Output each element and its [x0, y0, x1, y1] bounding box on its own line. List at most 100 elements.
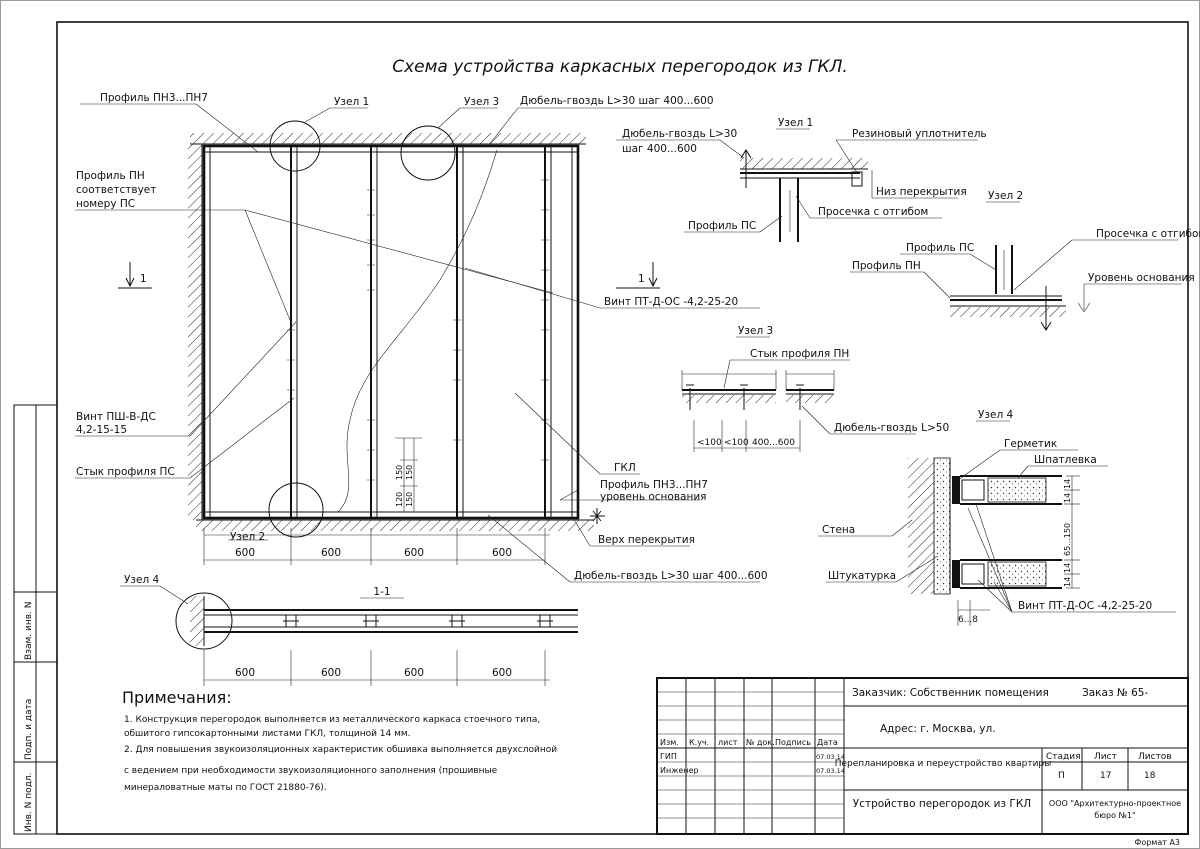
side-vzam: Взам. инв. N	[24, 602, 34, 660]
n1-slab-bottom: Низ перекрытия	[876, 186, 967, 198]
dim-150c: 150	[395, 465, 404, 480]
side-podp: Подп. и дата	[24, 699, 34, 760]
n4-wall: Стена	[822, 524, 855, 536]
lbl-screw-psh-2: 4,2-15-15	[76, 424, 127, 436]
dim-elev-2: 600	[321, 547, 341, 559]
tb-role-gip: ГИП	[660, 752, 677, 761]
tb-customer: Заказчик: Собственник помещения	[852, 687, 1049, 699]
n3-dim-100b: <100	[724, 438, 749, 448]
side-stamp: Взам. инв. N Подп. и дата Инв. N подл.	[13, 404, 58, 835]
tb-drawing-name: Устройство перегородок из ГКЛ	[853, 798, 1031, 810]
notes-line3: 2. Для повышения звукоизоляционных харак…	[124, 745, 557, 755]
tb-format: Формат А3	[1134, 838, 1180, 847]
n4-dim-14b: 14	[1063, 493, 1072, 503]
dim-150b: 150	[405, 492, 414, 507]
tb-date-1: 07.03.14	[816, 753, 845, 761]
tb-order: Заказ № 65-	[1082, 687, 1148, 699]
lbl-base-level: уровень основания	[600, 491, 706, 503]
lbl-floor-top: Верх перекрытия	[598, 534, 695, 546]
n2-notch: Просечка с отгибом	[1096, 228, 1200, 240]
ceiling-hatch	[190, 133, 586, 144]
tb-role-engineer: Инженер	[660, 766, 699, 775]
dim-elev-3: 600	[404, 547, 424, 559]
lbl-profile-pn-3: номеру ПС	[76, 198, 135, 210]
section-mark-left: 1	[140, 273, 147, 285]
lbl-uzel2: Узел 2	[230, 531, 265, 543]
n4-dim-14d: 14	[1063, 577, 1072, 587]
n2-profile-pn: Профиль ПН	[852, 260, 921, 272]
lbl-joint-ps: Стык профиля ПС	[76, 466, 175, 478]
dim-150a: 150	[405, 465, 414, 480]
tb-org-2: бюро №1"	[1094, 811, 1135, 820]
tb-h-izm: Изм.	[660, 738, 679, 747]
n1-dowel-1: Дюбель-гвоздь L>30	[622, 128, 737, 140]
drawing-title: Схема устройства каркасных перегородок и…	[392, 57, 848, 77]
lbl-screw-pt: Винт ПТ-Д-ОС -4,2-25-20	[604, 296, 738, 308]
node2-circle	[268, 482, 324, 538]
n4-dim-68: 6...8	[958, 615, 978, 625]
n4-plaster: Штукатурка	[828, 570, 896, 582]
tb-h-ndoc: № док.	[746, 738, 775, 747]
n4-dim: 65...150	[1063, 523, 1072, 556]
tb-h-kuch: К.уч.	[689, 738, 709, 747]
lbl-uzel4: Узел 4	[124, 574, 159, 586]
dim-sec-3: 600	[404, 667, 424, 679]
lbl-profile-pn3: Профиль ПН3...ПН7	[100, 92, 208, 104]
tb-project: Перепланировка и переустройство квартиры	[835, 759, 1051, 769]
floor-hatch	[196, 520, 594, 531]
lbl-profile-pn-1: Профиль ПН	[76, 170, 145, 182]
tb-stage: П	[1058, 771, 1065, 781]
node3-detail: Узел 3 Стык профиля ПН	[681, 325, 949, 452]
dim-sec-1: 600	[235, 667, 255, 679]
n2-uzel: Узел 2	[988, 190, 1023, 202]
n4-putty: Шпатлевка	[1034, 454, 1097, 466]
node3-circle	[400, 125, 456, 181]
notes-heading: Примечания:	[122, 688, 232, 707]
tb-stage-label: Стадия	[1046, 752, 1081, 762]
section-title: 1-1	[373, 586, 390, 598]
node2-detail: Узел 2 Просечка с отгибом Профиль ПС Про…	[850, 190, 1200, 331]
node1-detail: Узел 1 Дюбель-гвоздь L>30 шаг 400...600 …	[616, 117, 987, 242]
n3-dowel: Дюбель-гвоздь L>50	[834, 422, 949, 434]
lbl-profile-pn-2: соответствует	[76, 184, 156, 196]
notes: Примечания: 1. Конструкция перегородок в…	[122, 688, 557, 793]
n4-uzel: Узел 4	[978, 409, 1013, 421]
tb-date-2: 07.03.14	[816, 767, 845, 775]
side-inv: Инв. N подл.	[24, 773, 34, 832]
dim-elev-4: 600	[492, 547, 512, 559]
lbl-dowel-bottom: Дюбель-гвоздь L>30 шаг 400...600	[574, 570, 768, 582]
tb-h-data: Дата	[817, 738, 838, 747]
section-mark-right: 1	[638, 273, 645, 285]
n1-uzel: Узел 1	[778, 117, 813, 129]
n4-dim-14c: 14	[1063, 563, 1072, 573]
notes-line4: с ведением при необходимости звукоизоляц…	[124, 766, 498, 776]
node1-circle	[269, 120, 321, 172]
lbl-dowel-top: Дюбель-гвоздь L>30 шаг 400...600	[520, 95, 714, 107]
title-block: Заказчик: Собственник помещения Заказ № …	[656, 677, 1189, 835]
tb-h-list: лист	[718, 738, 738, 747]
n1-notch: Просечка с отгибом	[818, 206, 928, 218]
n4-dim-14a: 14	[1063, 479, 1072, 489]
node4-circle	[175, 592, 233, 650]
dim-elev-1: 600	[235, 547, 255, 559]
n3-uzel: Узел 3	[738, 325, 773, 337]
tb-org-1: ООО "Архитектурно-проектное	[1049, 799, 1181, 808]
tb-sheets: 18	[1144, 771, 1156, 781]
dim-sec-2: 600	[321, 667, 341, 679]
n2-profile-ps: Профиль ПС	[906, 242, 974, 254]
n3-dim-400: 400...600	[752, 438, 795, 448]
n1-profile-ps: Профиль ПС	[688, 220, 756, 232]
notes-line1: 1. Конструкция перегородок выполняется и…	[124, 715, 540, 725]
notes-line2: обшитого гипсокартонными листами ГКЛ, то…	[124, 729, 411, 739]
n2-base: Уровень основания	[1088, 272, 1195, 284]
n4-sealant: Герметик	[1004, 438, 1057, 450]
section-1-1: 1-1 Узел 4 600 600 600 600	[120, 574, 578, 686]
partition-elevation: 150 150 150 120 600 600 600 600 1 1	[75, 92, 768, 583]
left-wall-hatch	[188, 144, 202, 520]
tb-h-podpis: Подпись	[775, 738, 811, 747]
lbl-screw-psh-1: Винт ПШ-В-ДС	[76, 411, 156, 423]
tb-sheet-label: Лист	[1094, 752, 1117, 762]
dim-sec-4: 600	[492, 667, 512, 679]
node4-detail: Узел 4 14 14 65...150	[818, 409, 1176, 626]
